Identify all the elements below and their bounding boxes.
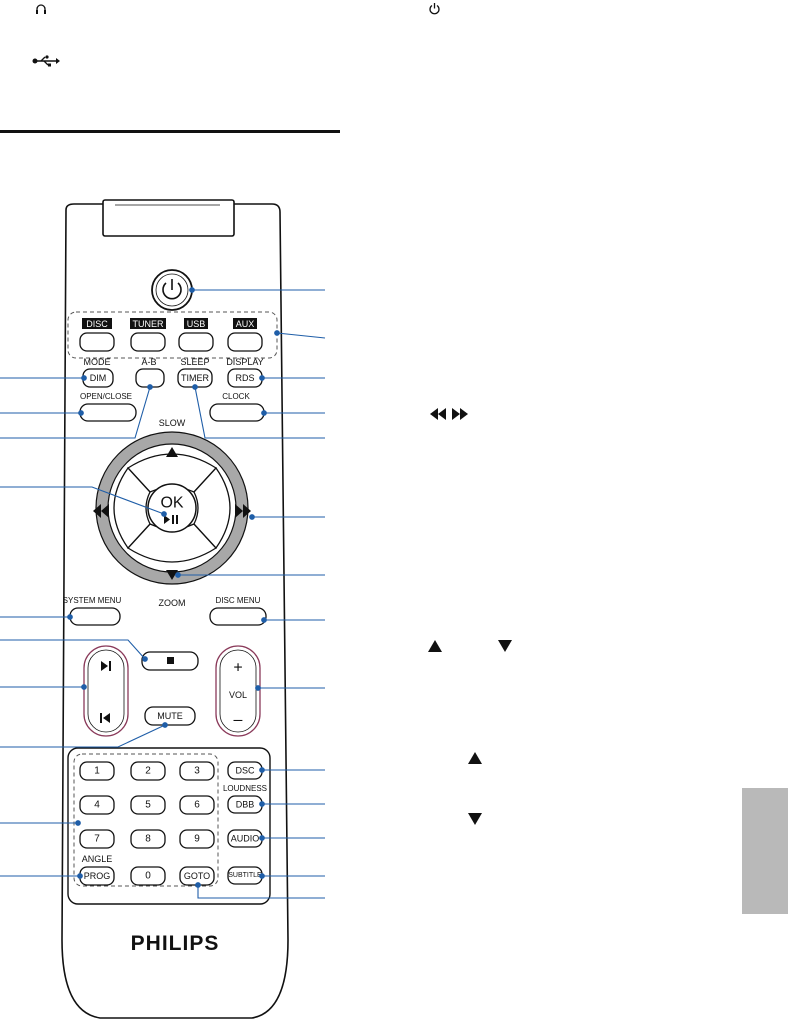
digit-button-1[interactable]: 1 [79,761,115,781]
clock-label: CLOCK [222,392,250,401]
digit-label: 4 [94,800,100,811]
vol-label: VOL [229,690,247,700]
source-button-disc[interactable]: DISC [79,318,115,352]
headphone-icon [34,2,48,18]
power-icon [428,2,441,17]
navigation-pad: OK [93,431,251,585]
down-arrow-icon [166,570,178,580]
up-arrow-icon [166,447,178,457]
timer-button[interactable]: TIMER [177,368,213,388]
source-label: DISC [86,319,108,329]
ab-button[interactable] [135,368,165,388]
digit-label: 0 [145,871,151,882]
ok-label: OK [160,495,183,512]
audio-button[interactable]: AUDIO [227,829,263,848]
digit-button-2[interactable]: 2 [130,761,166,781]
open-close-label: OPEN/CLOSE [80,392,132,401]
svg-text:PROG: PROG [84,871,111,881]
usb-icon [32,54,60,70]
angle-label: ANGLE [82,854,113,864]
ir-window [102,199,235,237]
svg-text:DIM: DIM [90,373,107,383]
digit-label: 2 [145,766,151,777]
power-button[interactable] [151,269,193,311]
display-label: DISPLAY [226,357,263,367]
volume-rocker[interactable]: + VOL – [215,645,261,737]
volume-up-label: + [233,660,242,677]
digit-button-6[interactable]: 6 [179,795,215,815]
rds-button[interactable]: RDS [227,368,263,388]
play-pause-icon [164,515,170,524]
svg-text:DBB: DBB [236,800,255,810]
source-label: AUX [236,319,255,329]
system-menu-label: SYSTEM MENU [63,596,122,605]
down-arrow-icon [498,640,512,654]
right-key[interactable] [193,466,231,550]
digit-button-3[interactable]: 3 [179,761,215,781]
digit-label: 7 [94,834,100,845]
section-rule [0,130,340,133]
digit-label: 9 [194,834,200,845]
ab-label: A-B [141,357,156,367]
source-label: USB [187,319,206,329]
digit-label: 5 [145,800,151,811]
brand-logo: PHILIPS [131,932,220,955]
svg-text:SUBTITLE: SUBTITLE [228,872,262,879]
side-language-tab [742,788,788,914]
stop-button[interactable] [141,651,199,671]
up-arrow-icon [428,640,442,654]
digit-button-5[interactable]: 5 [130,795,166,815]
goto-button[interactable]: GOTO [179,866,215,886]
digit-label: 8 [145,834,151,845]
svg-text:AUDIO: AUDIO [231,834,260,844]
digit-label: 1 [94,766,100,777]
digit-button-8[interactable]: 8 [130,829,166,849]
loudness-label: LOUDNESS [223,784,267,793]
forward-icon [235,504,243,518]
next-icon [101,661,108,671]
mode-label: MODE [84,357,111,367]
disc-menu-label: DISC MENU [216,596,261,605]
zoom-label: ZOOM [159,598,186,608]
slow-label: SLOW [159,418,186,428]
source-button-tuner[interactable]: TUNER [130,318,166,352]
svg-text:GOTO: GOTO [184,871,210,881]
mute-button[interactable]: MUTE [144,706,196,726]
stop-icon [167,657,174,664]
svg-text:MUTE: MUTE [157,711,183,721]
source-button-aux[interactable]: AUX [227,318,263,352]
open-close-button[interactable] [79,403,137,422]
system-menu-button[interactable] [69,607,121,626]
digit-button-4[interactable]: 4 [79,795,115,815]
disc-menu-button[interactable] [209,607,267,626]
svg-text:DSC: DSC [235,766,255,776]
source-button-usb[interactable]: USB [178,318,214,352]
digit-button-9[interactable]: 9 [179,829,215,849]
previous-icon [100,713,102,723]
digit-label: 3 [194,766,200,777]
volume-down-label: – [234,712,243,729]
digit-button-0[interactable]: 0 [130,866,166,886]
rewind-icon [101,504,109,518]
callout-lines [0,287,326,899]
clock-button[interactable] [209,403,265,422]
digit-button-7[interactable]: 7 [79,829,115,849]
subtitle-button[interactable]: SUBTITLE [227,866,263,885]
sleep-label: SLEEP [180,357,209,367]
rewind-forward-icon [428,408,472,422]
dbb-button[interactable]: DBB [227,795,263,814]
dsc-button[interactable]: DSC [227,761,263,780]
svg-text:TIMER: TIMER [181,373,209,383]
source-label: TUNER [133,319,164,329]
prog-button[interactable]: PROG [79,866,115,886]
up-arrow-icon [468,752,482,766]
down-arrow-icon [468,813,482,827]
svg-text:RDS: RDS [235,373,254,383]
dim-button[interactable]: DIM [82,368,114,388]
digit-label: 6 [194,800,200,811]
keypad-panel [67,747,271,905]
skip-rocker[interactable] [83,645,129,737]
left-key[interactable] [113,466,151,550]
